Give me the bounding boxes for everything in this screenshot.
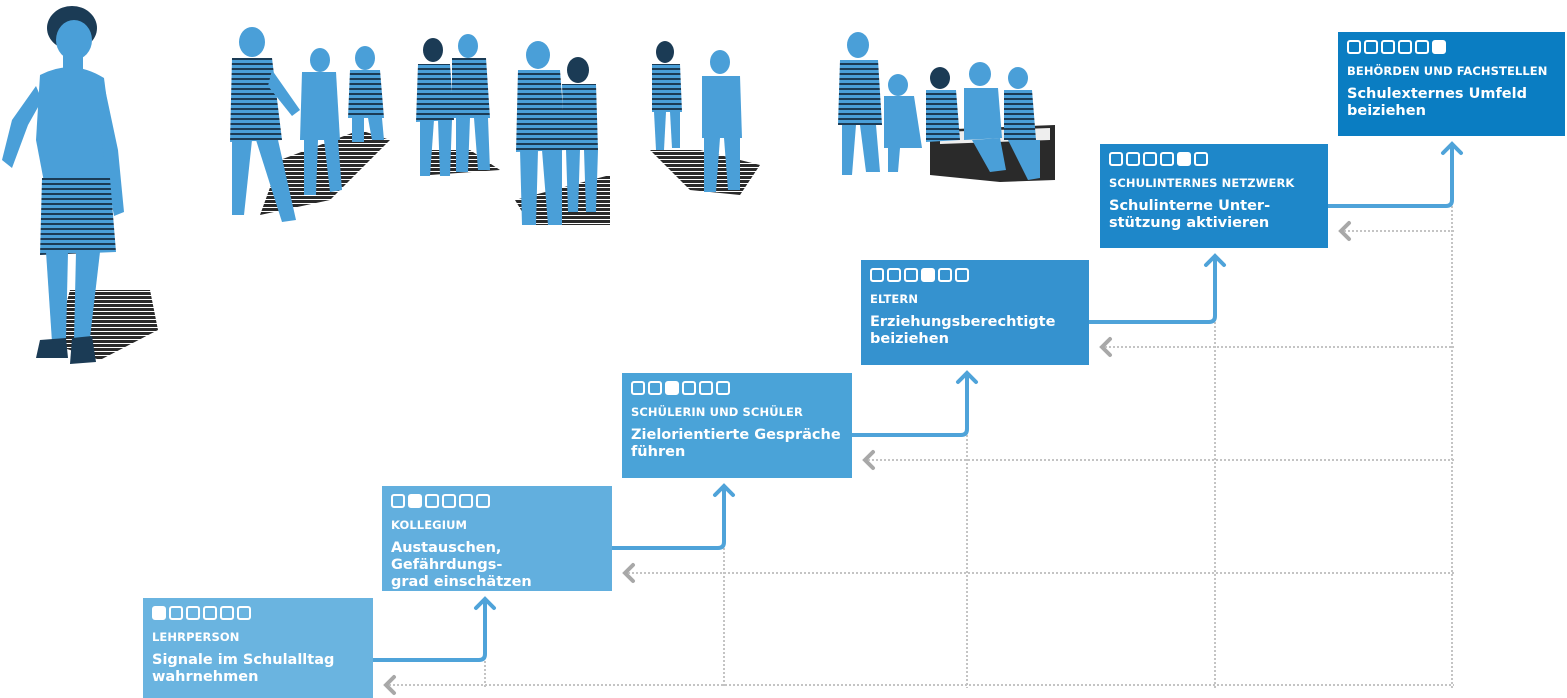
step-action: Austauschen, Gefährdungs- grad einschätz… <box>391 540 532 590</box>
level-square <box>220 606 234 620</box>
step-action: Zielorientierte Gespräche führen <box>631 427 841 460</box>
level-square <box>1143 152 1157 166</box>
level-square <box>1160 152 1174 166</box>
level-square <box>169 606 183 620</box>
level-indicator <box>391 494 603 509</box>
level-square-active <box>152 606 166 620</box>
step-role: KOLLEGIUM <box>391 518 468 532</box>
level-square-active <box>665 381 679 395</box>
escalation-arrow <box>612 486 726 550</box>
step-role: ELTERN <box>870 292 919 306</box>
woman-figure <box>2 6 158 364</box>
level-square <box>938 268 952 282</box>
step-action: Signale im Schulalltag wahrnehmen <box>152 652 335 685</box>
return-arrowhead <box>383 675 396 695</box>
level-indicator <box>870 268 1080 283</box>
level-square <box>1381 40 1395 54</box>
return-arrowhead <box>622 563 635 583</box>
walking-group-figures <box>230 27 390 222</box>
level-square <box>425 494 439 508</box>
level-square <box>904 268 918 282</box>
step-action: Schulexternes Umfeld beiziehen <box>1347 86 1527 119</box>
level-square <box>1364 40 1378 54</box>
step-role: SCHÜLERIN UND SCHÜLER <box>631 405 803 419</box>
escalation-arrowhead <box>1441 141 1463 155</box>
level-square <box>699 381 713 395</box>
level-indicator <box>631 381 843 396</box>
step-box-kollegium: KOLLEGIUM Austauschen, Gefährdungs- grad… <box>382 486 612 591</box>
level-indicator <box>1109 152 1319 167</box>
escalation-arrowhead <box>1204 253 1226 267</box>
level-square <box>1347 40 1361 54</box>
level-square <box>1126 152 1140 166</box>
level-square <box>1109 152 1123 166</box>
step-role: LEHRPERSON <box>152 630 240 644</box>
escalation-arrow <box>373 599 487 662</box>
level-square-active <box>1177 152 1191 166</box>
level-square <box>391 494 405 508</box>
escalation-arrowhead <box>956 370 978 384</box>
escalation-arrowhead <box>474 596 496 610</box>
level-indicator <box>152 606 364 621</box>
level-square <box>631 381 645 395</box>
step-box-lehrperson: LEHRPERSON Signale im Schulalltag wahrne… <box>143 598 373 698</box>
level-square-active <box>408 494 422 508</box>
step-role: SCHULINTERNES NETZWERK <box>1109 176 1295 190</box>
level-square <box>682 381 696 395</box>
return-arrowhead <box>1338 221 1351 241</box>
level-square <box>1194 152 1208 166</box>
level-square-active <box>921 268 935 282</box>
talking-pair-figures <box>515 41 610 225</box>
return-arrowhead <box>1099 337 1112 357</box>
level-square <box>716 381 730 395</box>
step-action: Erziehungsberechtigte beiziehen <box>870 314 1056 347</box>
step-role: BEHÖRDEN UND FACHSTELLEN <box>1347 64 1548 78</box>
step-action: Schulinterne Unter- stützung aktivieren <box>1109 198 1271 231</box>
level-square <box>955 268 969 282</box>
return-arrowhead <box>862 450 875 470</box>
level-square <box>459 494 473 508</box>
level-square <box>1398 40 1412 54</box>
level-square <box>887 268 901 282</box>
bench-group-figures <box>838 32 1055 182</box>
escalation-arrow <box>1089 256 1217 324</box>
level-square <box>237 606 251 620</box>
level-square-active <box>1432 40 1446 54</box>
level-square <box>442 494 456 508</box>
step-box-schueler: SCHÜLERIN UND SCHÜLER Zielorientierte Ge… <box>622 373 852 478</box>
level-square <box>203 606 217 620</box>
level-square <box>476 494 490 508</box>
step-box-schulinternes-netzwerk: SCHULINTERNES NETZWERK Schulinterne Unte… <box>1100 144 1328 248</box>
two-men-figures <box>650 41 760 195</box>
step-box-behoerden: BEHÖRDEN UND FACHSTELLEN Schulexternes U… <box>1338 32 1565 136</box>
standing-pair-figures <box>416 34 500 176</box>
step-box-eltern: ELTERN Erziehungsberechtigte beiziehen <box>861 260 1089 365</box>
level-square <box>1415 40 1429 54</box>
level-indicator <box>1347 40 1556 55</box>
escalation-arrowhead <box>713 483 735 497</box>
escalation-arrow <box>1328 144 1454 208</box>
escalation-arrow <box>852 373 969 437</box>
level-square <box>870 268 884 282</box>
level-square <box>186 606 200 620</box>
level-square <box>648 381 662 395</box>
